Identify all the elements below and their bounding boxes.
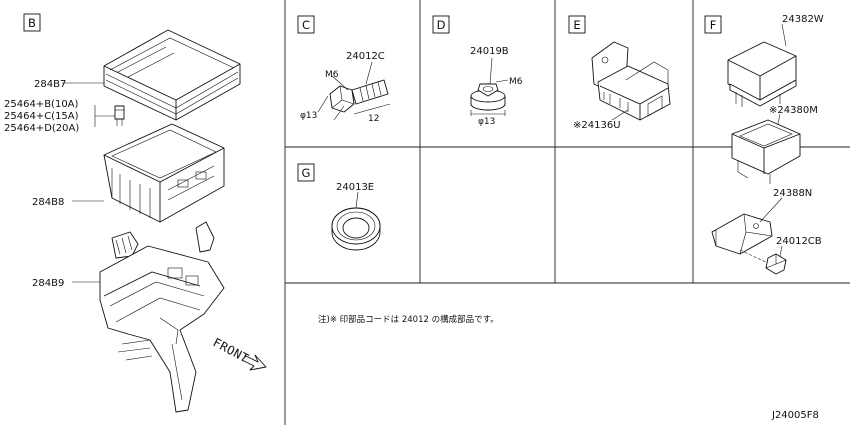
relay-24382w-drawing bbox=[727, 41, 797, 107]
section-label-c: C bbox=[297, 15, 315, 34]
part-label-fuse-20a: 25464+D(20A) bbox=[4, 123, 79, 134]
diagram-code: J24005F8 bbox=[771, 410, 819, 421]
part-label-cover: 284B7 bbox=[34, 79, 66, 90]
part-label-24012c: 24012C bbox=[346, 51, 385, 62]
bracket-drawing bbox=[99, 221, 225, 413]
svg-text:B: B bbox=[28, 16, 36, 30]
bolt-24012cb-drawing bbox=[765, 253, 787, 275]
bolt-axis-f bbox=[739, 249, 771, 265]
leader-24019b bbox=[489, 57, 493, 85]
svg-text:F: F bbox=[710, 18, 717, 32]
leader-24012c bbox=[365, 61, 373, 85]
thread-label-d: M6 bbox=[509, 77, 523, 87]
fuse-box-cover-drawing bbox=[103, 29, 241, 121]
leader-24382w bbox=[781, 23, 787, 47]
front-arrow-icon bbox=[241, 354, 267, 371]
fuse-box-body-drawing bbox=[103, 123, 225, 223]
leader-24013e bbox=[355, 191, 359, 209]
length-label-c: 12 bbox=[368, 114, 379, 124]
bracket-24388n-drawing bbox=[711, 213, 773, 255]
part-label-box: 284B8 bbox=[32, 197, 64, 208]
nut-24019b-drawing bbox=[470, 83, 506, 111]
svg-text:D: D bbox=[437, 18, 446, 32]
grommet-24013e-drawing bbox=[331, 207, 381, 251]
svg-text:E: E bbox=[573, 18, 580, 32]
part-label-fuse-10a: 25464+B(10A) bbox=[4, 99, 79, 110]
dim-line-c-dia bbox=[317, 95, 329, 113]
fuse-drawing bbox=[114, 105, 125, 126]
part-label-24380m: ※24380M bbox=[769, 105, 818, 116]
section-label-f: F bbox=[704, 15, 722, 34]
part-label-24012cb: 24012CB bbox=[776, 236, 822, 247]
part-label-fuse-15a: 25464+C(15A) bbox=[4, 111, 79, 122]
thread-label-c: M6 bbox=[325, 70, 339, 80]
part-label-24382w: 24382W bbox=[782, 14, 824, 25]
diameter-label-d: φ13 bbox=[478, 117, 495, 127]
leader-24012cb bbox=[779, 245, 783, 257]
leader-24388n bbox=[759, 197, 783, 223]
leader-m6-c bbox=[331, 75, 349, 91]
part-label-24013e: 24013E bbox=[336, 182, 374, 193]
leader-24136u bbox=[611, 109, 629, 121]
part-label-bracket: 284B9 bbox=[32, 278, 64, 289]
bolt-24012c-drawing bbox=[329, 79, 389, 113]
leader-24380m bbox=[777, 113, 781, 125]
part-label-24136u: ※24136U bbox=[573, 120, 621, 131]
dim-line-c-length bbox=[353, 103, 391, 115]
holder-24136u-drawing bbox=[591, 41, 671, 121]
svg-text:G: G bbox=[302, 166, 311, 180]
relay-base-24380m-drawing bbox=[731, 119, 801, 184]
section-label-e: E bbox=[568, 15, 586, 34]
diameter-label-c: φ13 bbox=[300, 111, 317, 121]
leader-m6-d bbox=[495, 79, 509, 83]
part-label-24019b: 24019B bbox=[470, 46, 509, 57]
section-label-b: B bbox=[23, 13, 41, 32]
part-label-24388n: 24388N bbox=[773, 188, 812, 199]
section-label-d: D bbox=[432, 15, 450, 34]
footnote: 注)※ 印部品コードは 24012 の構成部品です。 bbox=[318, 314, 499, 325]
dim-line-c-dia2 bbox=[333, 105, 345, 121]
section-label-g: G bbox=[297, 163, 315, 182]
svg-text:C: C bbox=[302, 18, 310, 32]
